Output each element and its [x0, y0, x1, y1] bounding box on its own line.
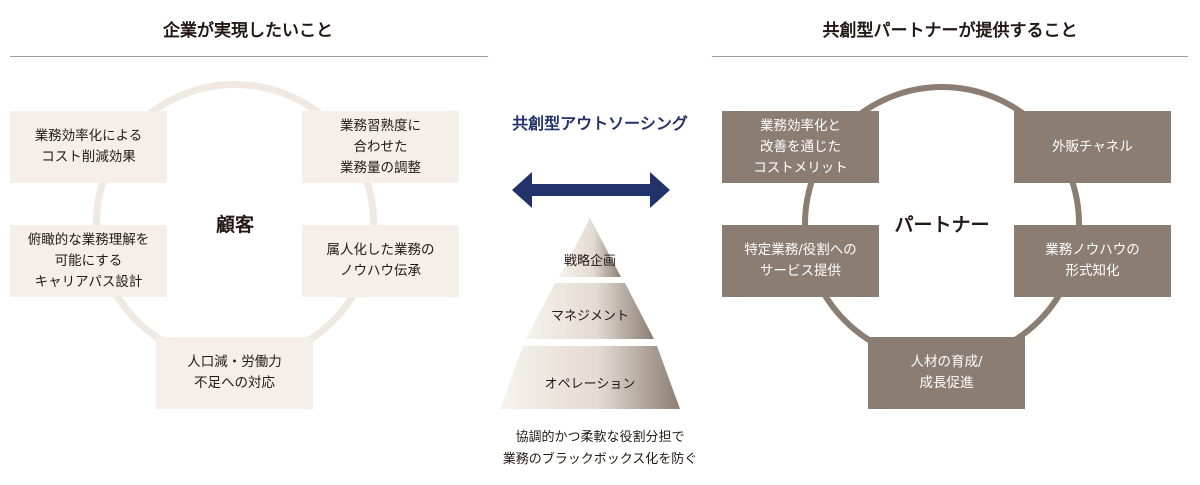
left-box-knowhow-transfer: 属人化した業務の ノウハウ伝承	[302, 225, 459, 297]
middle-caption: 協調的かつ柔軟な役割分担で 業務のブラックボックス化を防ぐ	[502, 430, 698, 467]
role-pyramid	[500, 218, 680, 409]
double-arrow-icon	[512, 172, 670, 208]
left-box-workload-adjustment: 業務習熟度に 合わせた 業務量の調整	[302, 111, 459, 183]
right-box-service-provision: 特定業務/役割への サービス提供	[722, 225, 879, 297]
right-section-title: 共創型パートナーが提供すること	[822, 21, 1078, 41]
right-box-sales-channel: 外販チャネル	[1014, 111, 1171, 183]
right-box-cost-merit: 業務効率化と 改善を通じた コストメリット	[722, 111, 879, 183]
left-title-rule	[10, 56, 488, 57]
left-section-title: 企業が実現したいこと	[163, 21, 333, 41]
right-box-knowhow-formalization: 業務ノウハウの 形式知化	[1014, 225, 1171, 297]
right-title-rule	[712, 56, 1188, 57]
pyramid-tier-strategy: 戦略企画	[563, 254, 616, 269]
left-box-cost-reduction: 業務効率化による コスト削減効果	[10, 111, 167, 183]
pyramid-tier-management: マネジメント	[550, 309, 629, 324]
customer-label: 顧客	[215, 214, 254, 236]
pyramid-tier-operation: オペレーション	[544, 377, 636, 392]
left-box-career-path: 俯瞰的な業務理解を 可能にする キャリアパス設計	[10, 225, 167, 297]
partner-label: パートナー	[894, 214, 990, 236]
right-box-talent-development: 人材の育成/ 成長促進	[868, 337, 1025, 409]
co-creation-outsourcing-title: 共創型アウトソーシング	[512, 114, 688, 133]
left-box-labor-shortage: 人口減・労働力 不足への対応	[156, 337, 313, 409]
